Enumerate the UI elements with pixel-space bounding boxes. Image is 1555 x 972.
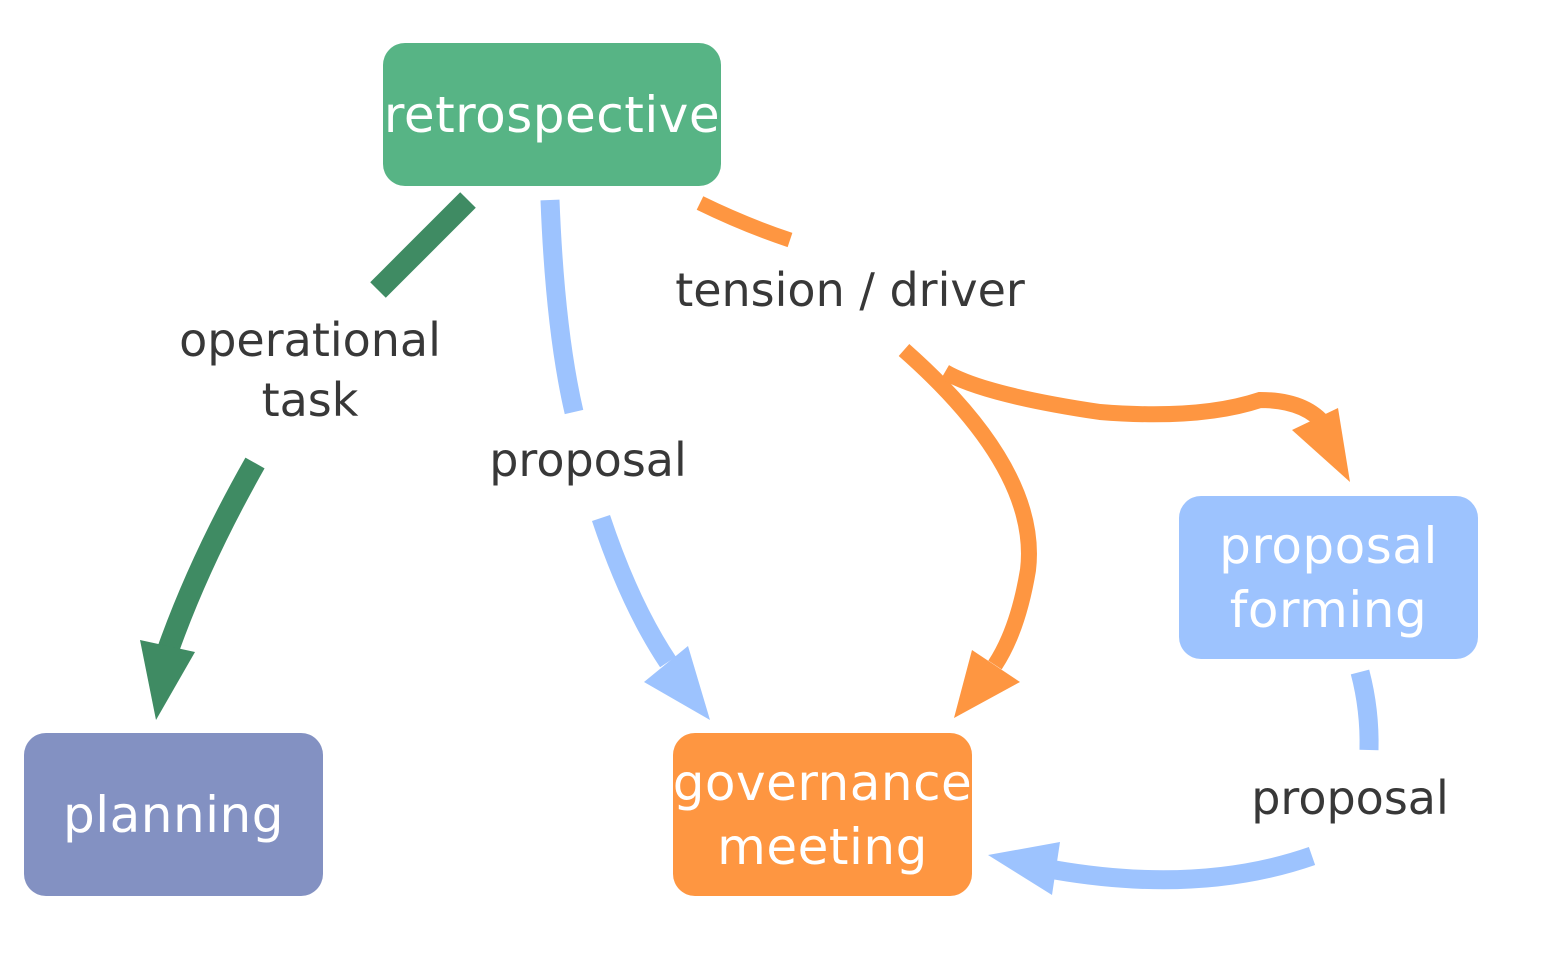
- arrow-forming-upper: [1350, 669, 1379, 751]
- arrow-operational-task-upper: [370, 192, 476, 298]
- node-forming-line2: forming: [1229, 580, 1428, 639]
- edge-label-operational-task: operational task: [170, 310, 450, 430]
- edge-label-proposal-center-text: proposal: [489, 433, 687, 487]
- arrow-proposal-from-forming: [988, 669, 1379, 895]
- arrow-forming-lower: [1053, 847, 1316, 890]
- node-forming-line1: proposal: [1219, 516, 1438, 575]
- arrow-tension-governance-head: [954, 650, 1020, 718]
- node-governance-line1: governance: [672, 753, 973, 812]
- arrow-proposal-upper: [540, 199, 584, 415]
- node-retrospective-label: retrospective: [383, 85, 721, 144]
- node-planning-label: planning: [63, 785, 284, 844]
- edge-label-operational-line1: operational: [179, 313, 441, 367]
- edge-label-operational-line2: task: [261, 373, 359, 427]
- edge-label-tension-driver-text: tension / driver: [675, 263, 1025, 317]
- edge-label-proposal-right-text: proposal: [1251, 771, 1449, 825]
- arrow-forming-head: [988, 842, 1060, 895]
- arrow-proposal-to-governance: [540, 199, 710, 720]
- node-proposal-forming[interactable]: proposal forming: [1179, 496, 1478, 659]
- arrow-operational-task-head: [140, 640, 195, 720]
- arrow-tension-upper: [696, 196, 793, 248]
- arrow-proposal-head: [644, 646, 710, 720]
- node-governance-line2: meeting: [717, 817, 928, 876]
- arrow-proposal-lower: [591, 514, 676, 668]
- arrow-operational-task: [140, 192, 476, 720]
- node-governance-meeting[interactable]: governance meeting: [673, 733, 972, 896]
- edge-label-tension-driver: tension / driver: [660, 260, 1040, 320]
- arrow-tension-forming-head: [1292, 408, 1350, 482]
- arrow-tension-driver: [696, 196, 1350, 718]
- arrow-tension-to-forming: [941, 364, 1332, 431]
- edge-label-proposal-right: proposal: [1232, 768, 1468, 828]
- node-planning[interactable]: planning: [24, 733, 323, 896]
- arrow-operational-task-lower: [157, 457, 265, 654]
- arrow-tension-to-governance: [898, 344, 1037, 670]
- node-retrospective[interactable]: retrospective: [383, 43, 721, 186]
- edge-label-proposal-center: proposal: [470, 430, 706, 490]
